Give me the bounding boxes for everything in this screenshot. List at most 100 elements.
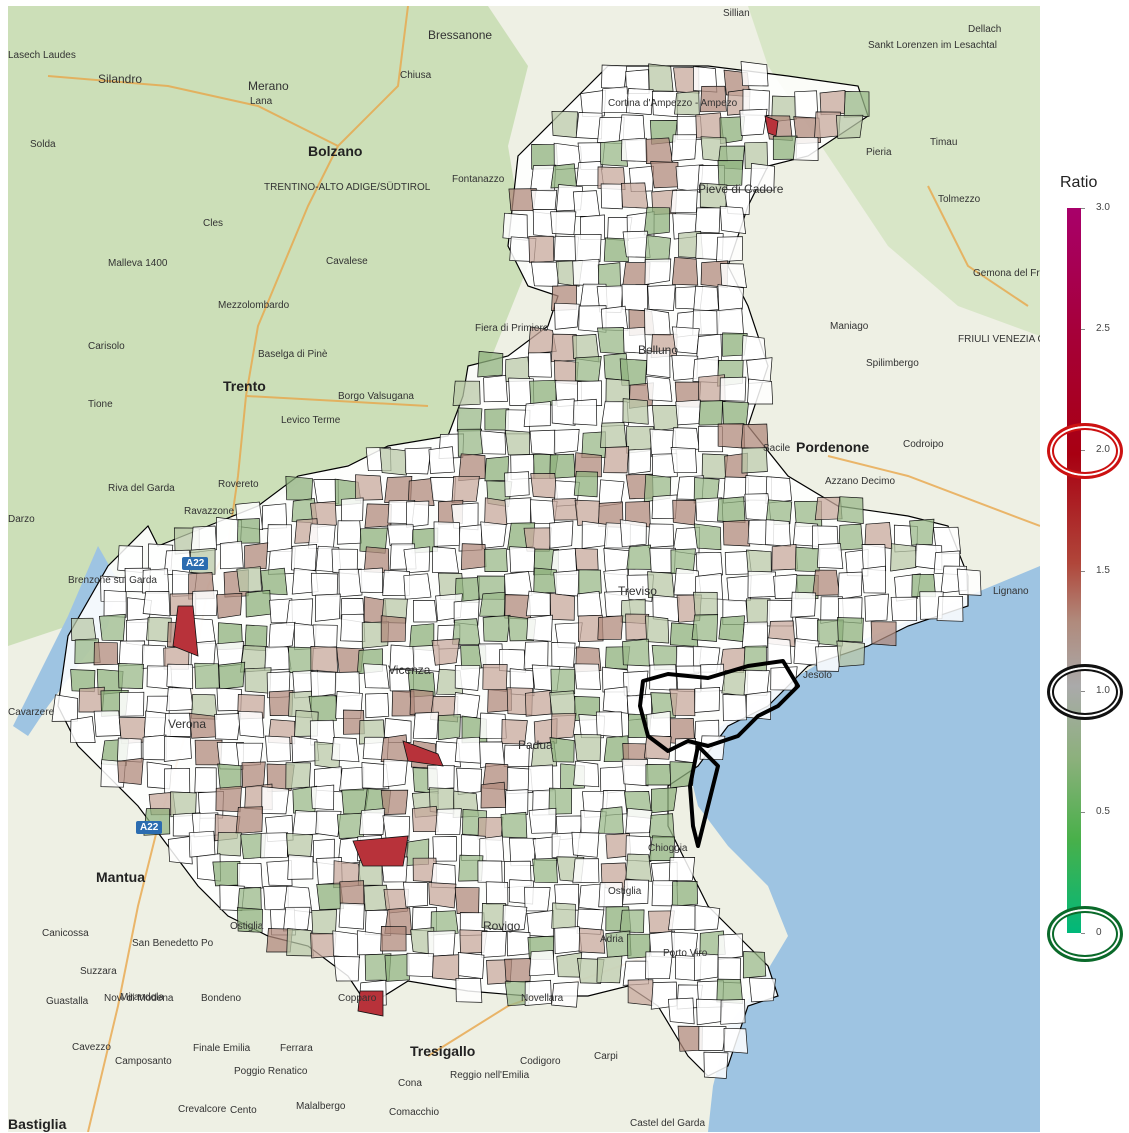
municipality-polygon[interactable] <box>432 546 460 574</box>
municipality-polygon[interactable] <box>571 831 600 858</box>
municipality-polygon[interactable] <box>603 548 630 576</box>
municipality-polygon[interactable] <box>457 428 484 457</box>
municipality-polygon[interactable] <box>294 622 317 651</box>
municipality-polygon[interactable] <box>765 519 791 547</box>
municipality-polygon[interactable] <box>741 447 768 474</box>
municipality-polygon[interactable] <box>506 767 533 795</box>
municipality-polygon[interactable] <box>815 645 842 672</box>
municipality-polygon[interactable] <box>668 904 697 931</box>
municipality-polygon[interactable] <box>748 977 776 1003</box>
municipality-polygon[interactable] <box>694 207 721 234</box>
municipality-polygon[interactable] <box>117 757 144 785</box>
municipality-polygon[interactable] <box>669 688 696 717</box>
map-canvas[interactable] <box>8 6 1040 1132</box>
municipality-polygon[interactable] <box>693 285 719 312</box>
municipality-polygon[interactable] <box>720 263 747 288</box>
municipality-polygon[interactable] <box>432 836 457 862</box>
municipality-polygon[interactable] <box>529 429 557 456</box>
municipality-polygon[interactable] <box>549 520 574 549</box>
municipality-polygon[interactable] <box>194 662 220 689</box>
municipality-polygon[interactable] <box>701 453 729 479</box>
municipality-polygon[interactable] <box>531 261 559 287</box>
municipality-polygon[interactable] <box>245 589 272 618</box>
municipality-polygon[interactable] <box>835 114 864 139</box>
municipality-polygon[interactable] <box>700 85 727 113</box>
municipality-polygon[interactable] <box>793 136 819 161</box>
municipality-polygon[interactable] <box>741 335 767 361</box>
municipality-polygon[interactable] <box>652 594 680 623</box>
municipality-polygon[interactable] <box>581 520 609 549</box>
municipality-polygon[interactable] <box>693 952 719 981</box>
municipality-polygon[interactable] <box>719 116 746 145</box>
municipality-polygon[interactable] <box>838 523 864 551</box>
municipality-polygon[interactable] <box>864 593 889 622</box>
municipality-polygon[interactable] <box>554 302 580 330</box>
municipality-polygon[interactable] <box>649 930 675 958</box>
municipality-polygon[interactable] <box>331 737 360 763</box>
municipality-polygon[interactable] <box>500 811 528 839</box>
municipality-polygon[interactable] <box>527 764 554 793</box>
municipality-polygon[interactable] <box>601 64 628 89</box>
municipality-polygon[interactable] <box>740 61 769 87</box>
municipality-polygon[interactable] <box>671 427 700 451</box>
municipality-polygon[interactable] <box>643 734 672 760</box>
municipality-polygon[interactable] <box>438 714 461 741</box>
municipality-polygon[interactable] <box>119 691 145 717</box>
municipality-polygon[interactable] <box>619 519 647 548</box>
municipality-polygon[interactable] <box>412 711 439 739</box>
municipality-polygon[interactable] <box>580 89 607 118</box>
municipality-polygon[interactable] <box>644 258 672 286</box>
municipality-polygon[interactable] <box>767 637 792 664</box>
municipality-polygon[interactable] <box>456 407 483 432</box>
municipality-polygon[interactable] <box>164 767 191 794</box>
municipality-polygon[interactable] <box>671 257 699 286</box>
municipality-polygon[interactable] <box>333 956 360 982</box>
municipality-polygon[interactable] <box>314 766 342 793</box>
municipality-polygon[interactable] <box>485 881 509 905</box>
municipality-polygon[interactable] <box>214 713 242 741</box>
municipality-polygon[interactable] <box>717 284 744 312</box>
municipality-polygon[interactable] <box>341 497 364 523</box>
municipality-polygon[interactable] <box>456 767 483 795</box>
municipality-polygon[interactable] <box>790 591 817 618</box>
municipality-polygon[interactable] <box>480 781 507 809</box>
municipality-polygon[interactable] <box>740 423 769 449</box>
municipality-polygon[interactable] <box>794 546 821 573</box>
municipality-polygon[interactable] <box>70 715 96 743</box>
municipality-polygon[interactable] <box>430 477 456 503</box>
municipality-polygon[interactable] <box>628 448 652 475</box>
municipality-polygon[interactable] <box>621 283 648 311</box>
municipality-polygon[interactable] <box>573 734 602 762</box>
municipality-polygon[interactable] <box>696 998 723 1026</box>
municipality-polygon[interactable] <box>190 525 218 554</box>
municipality-polygon[interactable] <box>524 886 551 912</box>
municipality-polygon[interactable] <box>623 326 647 354</box>
municipality-polygon[interactable] <box>647 284 676 311</box>
municipality-polygon[interactable] <box>384 954 410 982</box>
municipality-polygon[interactable] <box>645 764 672 786</box>
municipality-polygon[interactable] <box>600 139 628 167</box>
municipality-polygon[interactable] <box>310 671 338 698</box>
municipality-polygon[interactable] <box>669 761 696 789</box>
municipality-polygon[interactable] <box>720 999 746 1025</box>
municipality-polygon[interactable] <box>358 567 383 594</box>
municipality-polygon[interactable] <box>313 479 339 505</box>
municipality-polygon[interactable] <box>742 951 767 979</box>
municipality-polygon[interactable] <box>622 879 649 905</box>
municipality-polygon[interactable] <box>359 808 386 835</box>
municipality-polygon[interactable] <box>549 690 577 717</box>
municipality-polygon[interactable] <box>310 572 339 597</box>
municipality-polygon[interactable] <box>626 544 652 570</box>
municipality-polygon[interactable] <box>717 160 744 187</box>
municipality-polygon[interactable] <box>431 638 460 666</box>
municipality-polygon[interactable] <box>698 374 726 402</box>
municipality-polygon[interactable] <box>625 807 653 834</box>
municipality-polygon[interactable] <box>406 500 430 528</box>
municipality-polygon[interactable] <box>338 902 365 930</box>
municipality-polygon[interactable] <box>580 214 605 240</box>
municipality-polygon[interactable] <box>551 902 576 930</box>
municipality-polygon[interactable] <box>163 712 192 737</box>
municipality-polygon[interactable] <box>238 710 265 739</box>
municipality-polygon[interactable] <box>339 880 365 906</box>
municipality-polygon[interactable] <box>890 543 917 572</box>
